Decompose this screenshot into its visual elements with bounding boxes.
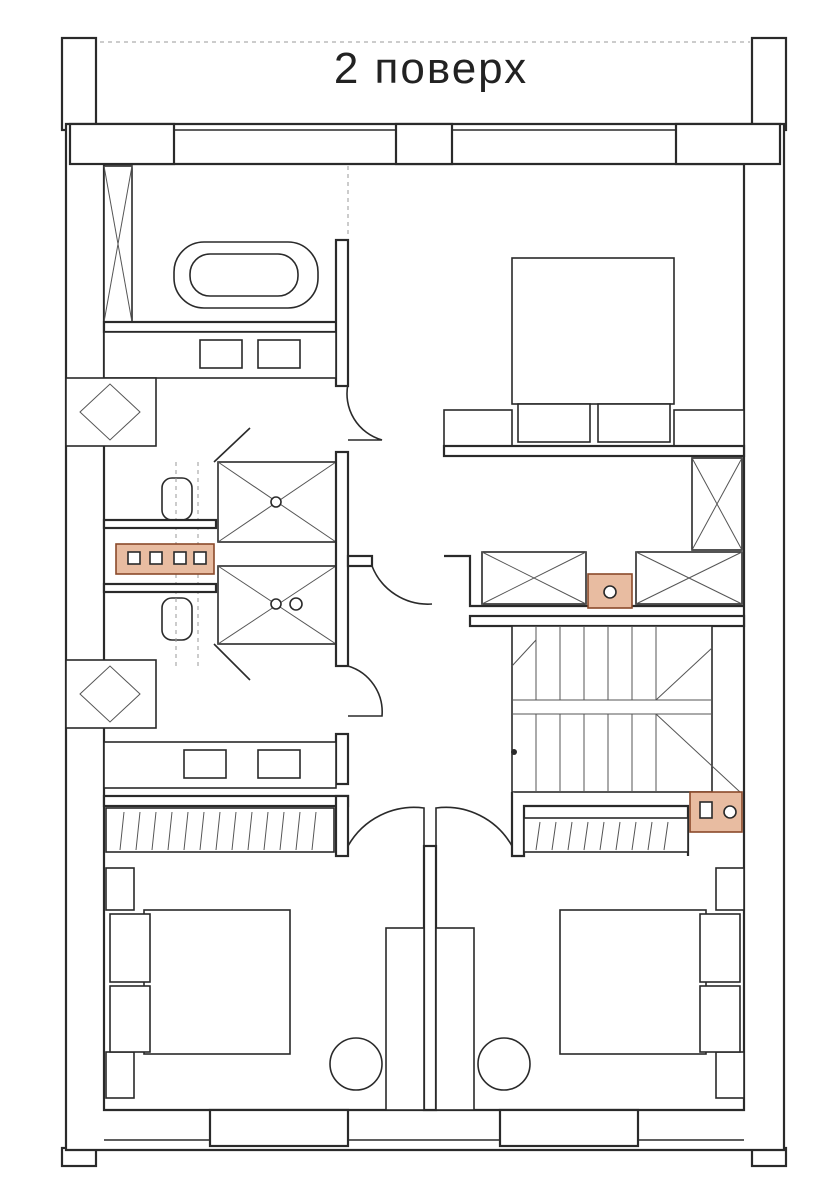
pillow-3 <box>109 913 151 983</box>
toilet-2 <box>161 597 193 641</box>
sink-1 <box>199 339 243 369</box>
toilet-1 <box>161 477 193 521</box>
wall-top-center <box>394 122 454 166</box>
pillow-2 <box>597 403 671 443</box>
bed-bottom-right <box>559 909 707 1055</box>
wc-partition <box>334 450 350 668</box>
balcony-post-right <box>750 36 788 132</box>
staircase <box>511 625 741 793</box>
desk-right <box>435 927 475 1111</box>
bed-top <box>511 257 675 405</box>
pillow-4 <box>109 985 151 1053</box>
bathtub-inner <box>189 253 299 297</box>
wall-bottom-left <box>208 1108 350 1148</box>
bedroom-bottom-right <box>435 867 745 1111</box>
bedroom-bottom-left <box>105 867 425 1111</box>
niche-bottom <box>65 659 157 729</box>
bedroom-top <box>347 166 746 458</box>
bed-bottom-left <box>143 909 291 1055</box>
chair-left <box>329 1037 383 1091</box>
pillow-1 <box>517 403 591 443</box>
chair-right <box>477 1037 531 1091</box>
sink-2 <box>257 339 301 369</box>
storage-bottom-right <box>510 791 743 858</box>
niche-top <box>65 377 157 447</box>
pillow-5 <box>699 913 741 983</box>
wall-bottom-right <box>498 1108 640 1148</box>
sink-3 <box>183 749 227 779</box>
stair-well <box>511 625 713 793</box>
sink-4 <box>257 749 301 779</box>
storage-right <box>444 457 746 628</box>
bathroom-top <box>102 165 383 441</box>
balcony-post-left <box>60 36 98 132</box>
balcony <box>60 36 788 1168</box>
bedroom-divider <box>422 844 438 1112</box>
bathroom-top-partition <box>334 238 350 388</box>
wall-top-left <box>68 122 176 166</box>
floor-label: 2 поверх <box>333 44 529 93</box>
pillow-6 <box>699 985 741 1053</box>
wc-shower-block <box>102 427 433 681</box>
wardrobe-bottom-left-group <box>102 794 350 858</box>
wardrobe-bottom-right <box>523 817 689 853</box>
bathroom-bottom <box>103 665 383 789</box>
left-niches <box>65 377 157 729</box>
desk-left <box>385 927 425 1111</box>
bedroom-top-wall <box>442 444 746 458</box>
wall-top-right <box>674 122 782 166</box>
